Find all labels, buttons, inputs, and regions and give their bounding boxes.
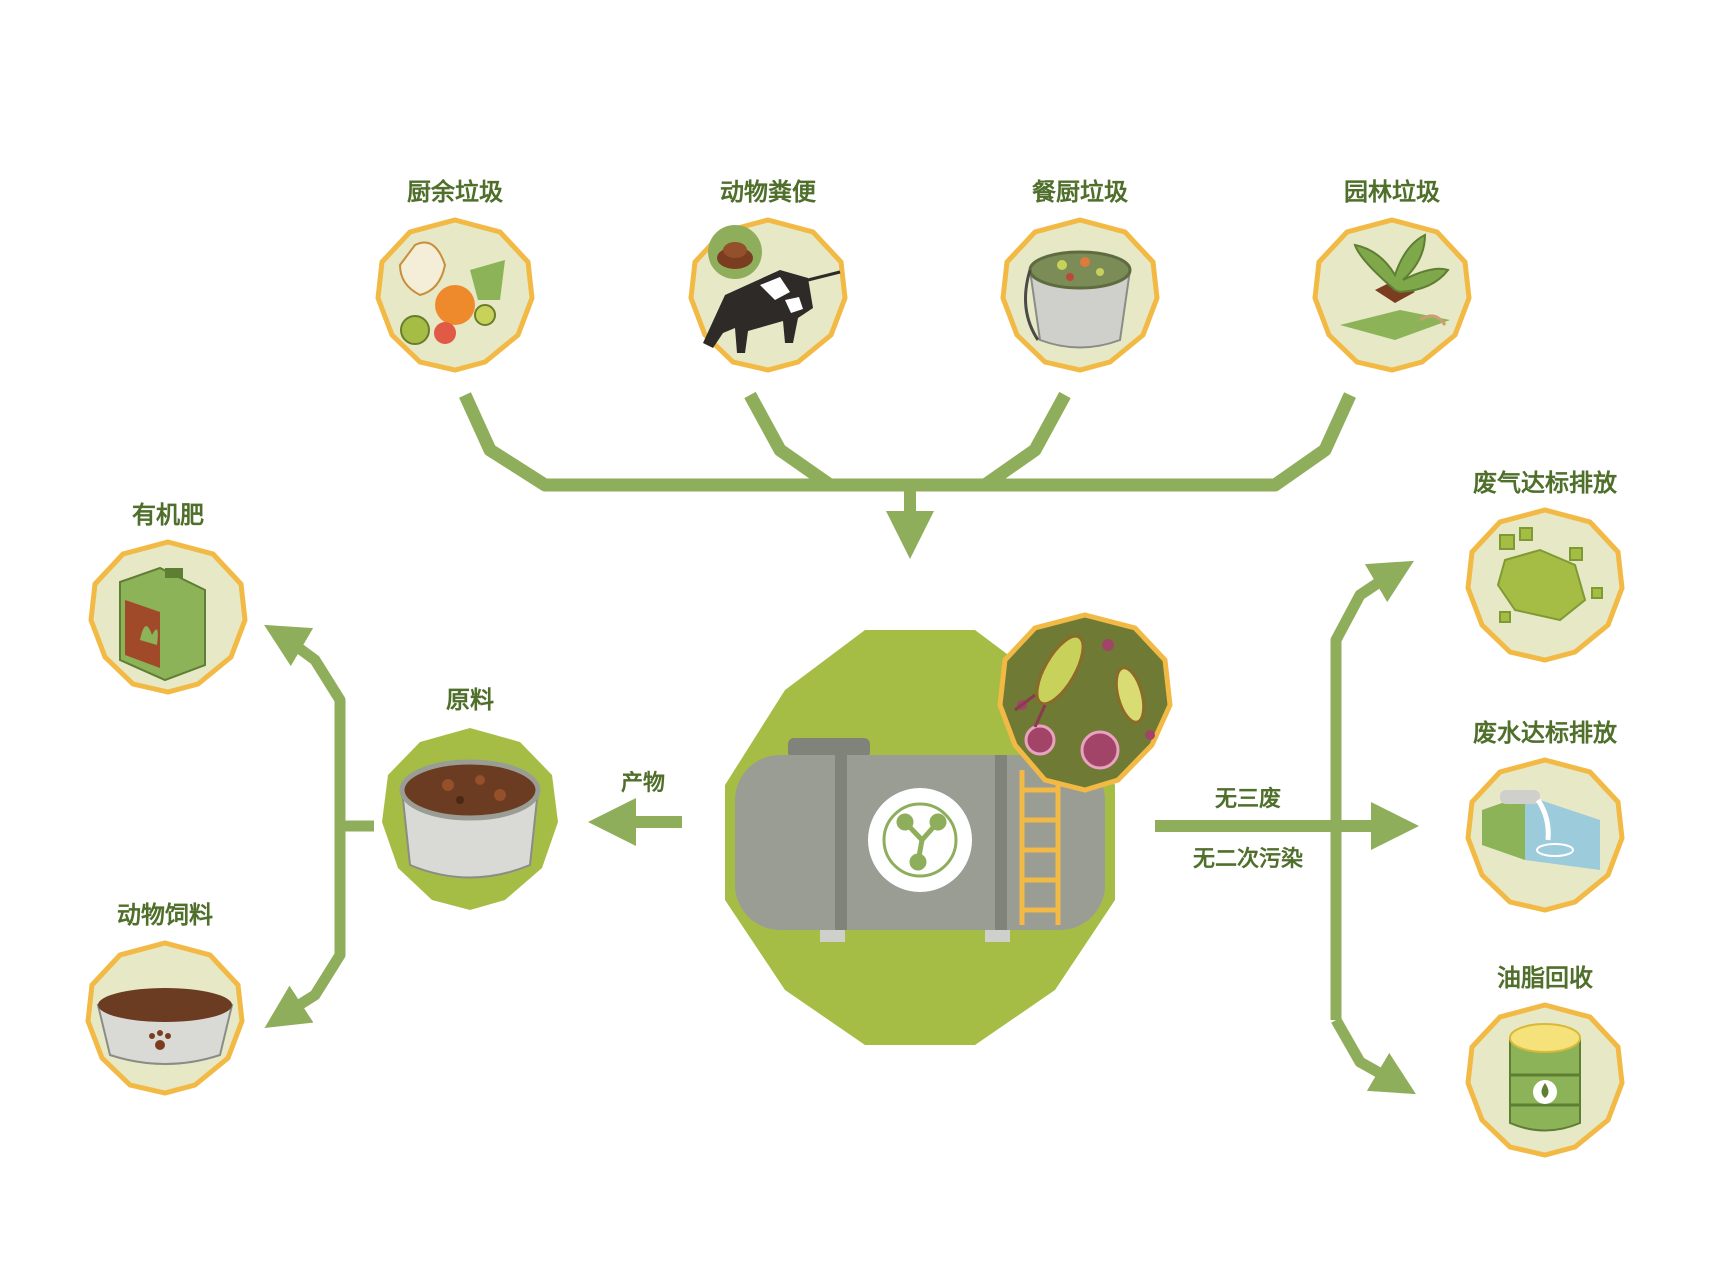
product-raw-material: 原料: [382, 686, 558, 910]
raw-material-tub-icon: [399, 759, 541, 879]
arrow-to-oil: [1366, 1052, 1416, 1095]
oil-barrel-icon: [1509, 1023, 1581, 1132]
central-fermenter: [725, 612, 1173, 1045]
input-food-scraps: 厨余垃圾: [375, 178, 535, 373]
clean-gas-cloud-icon: [1496, 527, 1603, 623]
output-label: 废水达标排放: [1473, 719, 1618, 747]
input-label: 厨余垃圾: [407, 178, 503, 206]
product-branch-lines: [284, 635, 374, 1017]
cow-manure-icon: [703, 225, 841, 353]
fertilizer-can-icon: [119, 566, 206, 682]
arrow-to-feed: [264, 985, 314, 1028]
output-label: 有机肥: [132, 501, 204, 529]
input-kitchen-waste: 餐厨垃圾: [1000, 178, 1160, 373]
output-clean-gas: 废气达标排放: [1465, 469, 1625, 663]
emission-line-1: 无三废: [1215, 786, 1281, 812]
kitchen-waste-bucket-icon: [1024, 250, 1132, 349]
output-fertilizer: 有机肥: [88, 501, 248, 695]
clean-water-outlet-icon: [1482, 790, 1600, 870]
input-label: 餐厨垃圾: [1032, 178, 1128, 206]
input-garden-waste: 园林垃圾: [1312, 178, 1472, 373]
output-label: 废气达标排放: [1473, 469, 1618, 497]
product-arrow-label: 产物: [621, 770, 665, 796]
product-label: 原料: [446, 686, 494, 714]
output-animal-feed: 动物饲料: [85, 901, 245, 1096]
food-scraps-icon: [398, 241, 505, 345]
output-label: 动物饲料: [117, 901, 213, 929]
molecule-logo-icon: [882, 802, 958, 878]
input-cow-manure: 动物粪便: [688, 178, 848, 373]
output-clean-water: 废水达标排放: [1465, 719, 1625, 913]
input-label: 园林垃圾: [1344, 178, 1440, 206]
input-label: 动物粪便: [720, 178, 817, 206]
tank-ladder: [1019, 770, 1061, 925]
arrow-to-gas: [1364, 560, 1414, 603]
emission-line-2: 无二次污染: [1193, 846, 1303, 872]
collector-lines: [459, 391, 1356, 492]
microbes-icon: [997, 612, 1173, 793]
garden-waste-icon: [1340, 233, 1450, 340]
output-label: 油脂回收: [1497, 964, 1593, 992]
pet-food-bowl-icon: [96, 988, 234, 1065]
arrow-to-fertilizer: [264, 624, 314, 667]
output-oil-recovery: 油脂回收: [1465, 964, 1625, 1158]
